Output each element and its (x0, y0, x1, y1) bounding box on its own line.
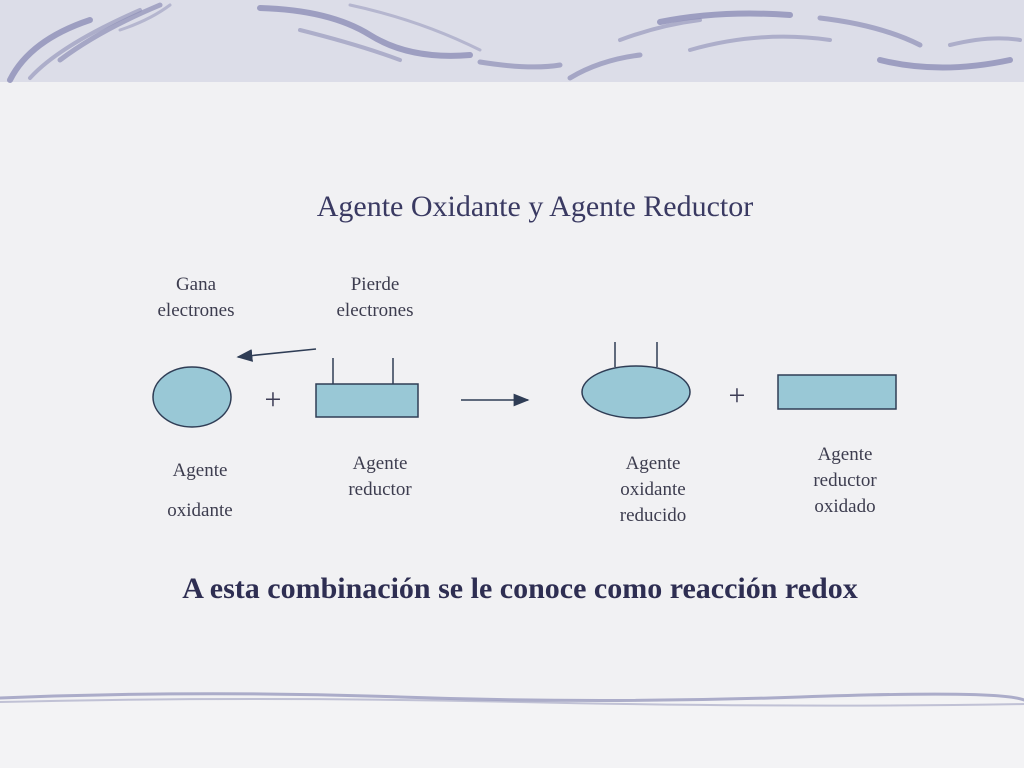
oxidant-ellipse (152, 366, 232, 428)
oxidized-reductant-rect (777, 374, 897, 410)
label-agente-oxidante-line2: oxidante (167, 500, 233, 521)
reductant-rect (315, 383, 419, 418)
label-reductor-oxidado-line2: reductor (813, 470, 877, 491)
plus-sign-left: + (264, 383, 282, 416)
label-oxidante-reducido-line3: reducido (619, 505, 687, 526)
label-gana-line2: electrones (157, 300, 235, 321)
label-pierde-electrones: Pierde electrones (315, 272, 435, 324)
electron-transfer-arrow (236, 348, 317, 362)
label-agente-oxidante: Agente oxidante (140, 451, 260, 531)
label-agente-oxidante-line1: Agente (172, 460, 228, 481)
label-oxidante-reducido-line1: Agente (625, 453, 681, 474)
plus-sign-right: + (728, 379, 746, 412)
reduced-oxidant-ellipse (581, 365, 691, 419)
label-gana-electrones: Gana electrones (136, 272, 256, 324)
conclusion-text: A esta combinación se le conoce como rea… (182, 572, 858, 605)
label-pierde-line2: electrones (336, 300, 414, 321)
label-agente-reductor-line2: reductor (348, 479, 412, 500)
label-pierde-line1: Pierde (350, 274, 400, 295)
label-agente-reductor-line1: Agente (352, 453, 408, 474)
label-reductor-oxidado-line1: Agente (817, 444, 873, 465)
diagram-title: Agente Oxidante y Agente Reductor (316, 190, 754, 223)
decorative-bottom-band (0, 700, 1024, 768)
label-agente-reductor: Agente reductor (320, 451, 440, 503)
label-agente-oxidante-reducido: Agente oxidante reducido (593, 451, 713, 529)
label-reductor-oxidado-line3: oxidado (814, 496, 876, 517)
label-oxidante-reducido-line2: oxidante (620, 479, 686, 500)
label-agente-reductor-oxidado: Agente reductor oxidado (785, 442, 905, 520)
label-gana-line1: Gana (175, 274, 217, 295)
